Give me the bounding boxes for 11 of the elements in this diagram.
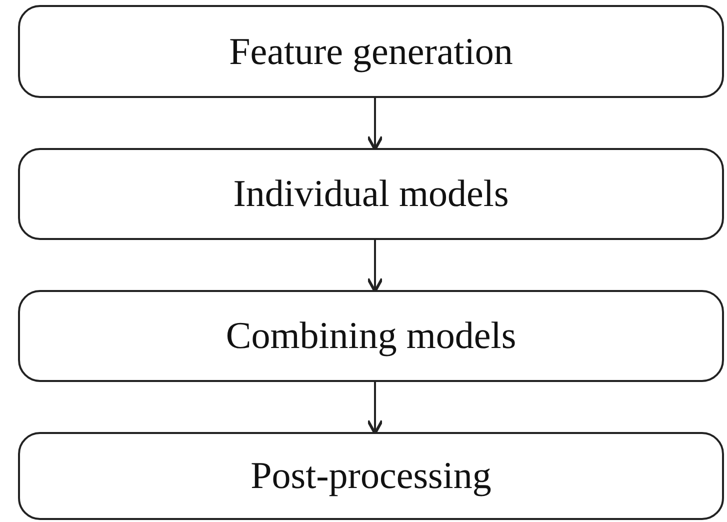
process-box [18,432,724,520]
step-label: Individual models [233,172,509,216]
arrow [366,240,384,293]
process-box [18,290,724,382]
step-label: Combining models [226,314,516,358]
arrow [366,382,384,435]
arrow [366,98,384,151]
step-label: Post-processing [250,454,492,498]
step-label: Feature generation [229,30,513,74]
process-box [18,148,724,240]
process-box [18,5,724,98]
